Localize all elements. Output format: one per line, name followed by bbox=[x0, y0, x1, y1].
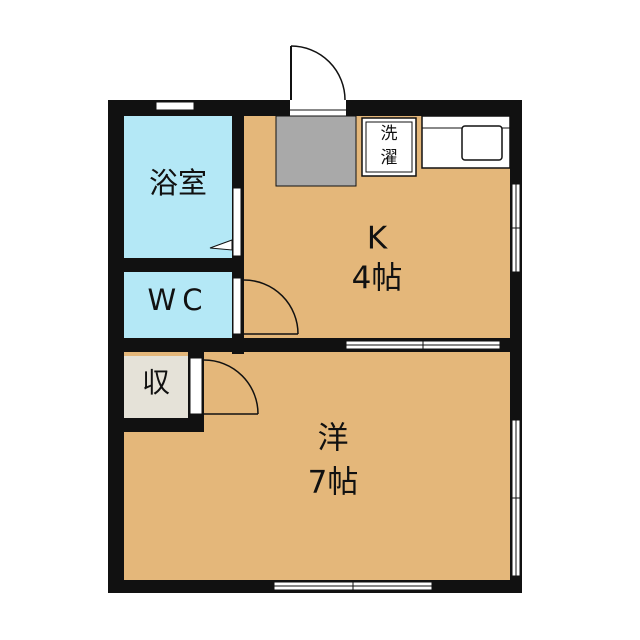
western-size-label: 7帖 bbox=[308, 465, 359, 501]
sink bbox=[461, 125, 503, 161]
entry-floor bbox=[275, 115, 357, 187]
wc-room bbox=[124, 272, 232, 339]
bath-door-marker bbox=[209, 239, 233, 251]
laundry-box bbox=[361, 117, 417, 177]
entrance-door-swing bbox=[290, 45, 346, 101]
entrance-opening bbox=[290, 100, 346, 116]
storage-inner bbox=[124, 356, 188, 418]
bath-room bbox=[124, 116, 232, 258]
wc-door-swing bbox=[243, 279, 299, 335]
bath-door bbox=[232, 187, 242, 257]
laundry-box-inner bbox=[365, 121, 413, 173]
western-name-label: 洋 bbox=[318, 421, 349, 457]
storage-door-swing bbox=[203, 359, 259, 415]
storage-wall-bottom bbox=[108, 418, 204, 432]
laundry-label-line1: 洗 bbox=[381, 124, 398, 144]
bath-top-window bbox=[155, 101, 195, 111]
laundry-label-line2: 濯 bbox=[381, 148, 398, 168]
bath-label: 浴室 bbox=[149, 166, 207, 200]
kitchen-size-label: 4帖 bbox=[352, 261, 403, 297]
wc-label: WC bbox=[148, 283, 209, 317]
bath-wc-wall bbox=[124, 258, 244, 272]
storage-label: 収 bbox=[142, 366, 170, 399]
wc-door-frame bbox=[232, 277, 242, 335]
kitchen-name-label: K bbox=[367, 221, 388, 257]
storage-door-frame bbox=[189, 357, 203, 415]
